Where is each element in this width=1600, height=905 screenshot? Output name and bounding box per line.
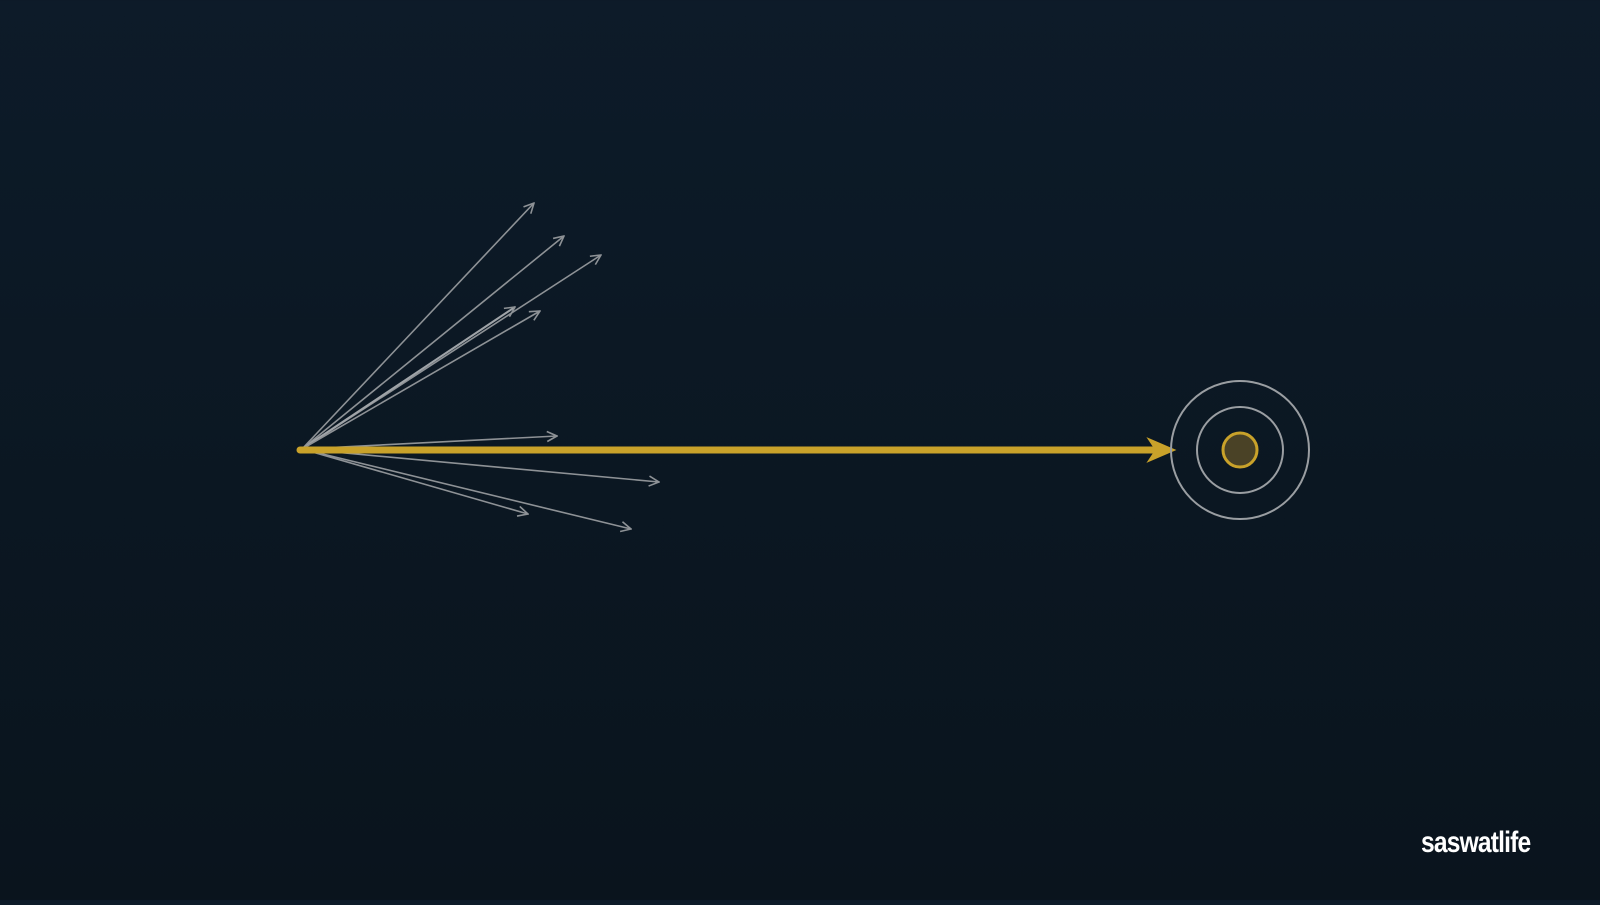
- target-icon: [1170, 380, 1310, 520]
- stray-arrow-4: [301, 307, 515, 450]
- stray-arrow-9: [301, 448, 631, 529]
- stray-arrow-5: [301, 311, 540, 450]
- watermark-logo: saswatlife: [1420, 826, 1531, 859]
- scattered-arrows-group: [301, 203, 659, 529]
- target-outer-ring: [1170, 380, 1310, 520]
- stray-arrow-2: [301, 236, 564, 450]
- stray-arrow-8: [301, 448, 528, 514]
- stray-arrow-1: [301, 203, 534, 450]
- stray-arrow-7: [301, 448, 659, 482]
- target-middle-ring: [1196, 406, 1284, 494]
- target-bullseye: [1221, 431, 1259, 469]
